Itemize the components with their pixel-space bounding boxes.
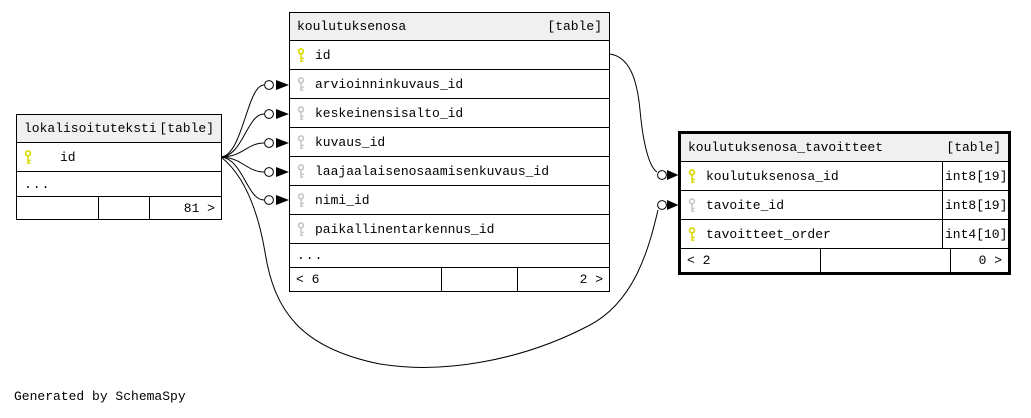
table-footer: < 6 2 > (290, 268, 609, 291)
column-name: id (60, 149, 76, 165)
table-footer: 81 > (17, 197, 221, 219)
arrowhead-icon (667, 170, 679, 180)
relationship-curve (220, 113, 265, 158)
generator-credit: Generated by SchemaSpy (14, 389, 186, 404)
arrowhead-icon (667, 200, 679, 210)
column-name: laajaalaisenosaamisenkuvaus_id (315, 163, 550, 179)
table-header[interactable]: koulutuksenosa [table] (290, 13, 609, 41)
cardinality-circle (264, 167, 274, 177)
relationship-curve (609, 53, 658, 173)
footer-right-count: 81 > (149, 197, 221, 219)
more-columns-ellipsis: ... (290, 244, 609, 268)
primary-key-icon (687, 168, 697, 184)
cardinality-circle (264, 109, 274, 119)
relationship-curve (220, 84, 265, 158)
relationship-curve (220, 142, 265, 158)
arrowhead-icon (276, 109, 289, 119)
table-title: koulutuksenosa (297, 19, 407, 34)
more-columns-ellipsis: ... (17, 172, 221, 197)
column-name: paikallinentarkennus_id (315, 221, 495, 237)
arrowhead-icon (276, 167, 289, 177)
column-type: int8[19] (942, 191, 1008, 219)
footer-left-count: < 2 (687, 253, 711, 268)
foreign-key-icon (296, 163, 306, 179)
table-footer: < 2 0 > (681, 249, 1008, 272)
primary-key-icon (23, 149, 33, 165)
cardinality-circle (264, 195, 274, 205)
footer-center-cell (98, 197, 149, 219)
column-row[interactable]: tavoite_id int8[19] (681, 191, 1008, 220)
table-title: lokalisoituteksti (24, 121, 157, 136)
column-row[interactable]: keskeinensisalto_id (290, 99, 609, 128)
table-title: koulutuksenosa_tavoitteet (688, 140, 884, 155)
foreign-key-icon (296, 76, 306, 92)
column-row[interactable]: arvioinninkuvaus_id (290, 70, 609, 99)
column-row[interactable]: paikallinentarkennus_id (290, 215, 609, 244)
column-name: arvioinninkuvaus_id (315, 76, 464, 92)
arrowhead-icon (276, 138, 289, 148)
column-row[interactable]: koulutuksenosa_id int8[19] (681, 162, 1008, 191)
foreign-key-icon (296, 221, 306, 237)
table-header[interactable]: koulutuksenosa_tavoitteet [table] (681, 134, 1008, 162)
cardinality-circle (657, 200, 667, 210)
footer-center-cell (820, 249, 950, 272)
footer-center-cell (441, 268, 517, 291)
foreign-key-icon (296, 134, 306, 150)
foreign-key-icon (296, 105, 306, 121)
table-tag: [table] (946, 140, 1001, 155)
relationship-curve (220, 156, 265, 173)
column-type: int8[19] (942, 162, 1008, 190)
footer-right-count: 2 > (517, 268, 609, 291)
cardinality-circle (657, 170, 667, 180)
column-row[interactable]: id (290, 41, 609, 70)
cardinality-circle (264, 138, 274, 148)
column-name: nimi_id (315, 192, 370, 208)
table-koulutuksenosa[interactable]: koulutuksenosa [table] id arvioinninkuva… (289, 12, 610, 292)
footer-left-count: < 6 (296, 272, 320, 287)
arrowhead-icon (276, 195, 289, 205)
relationship-curve (220, 156, 265, 201)
footer-left-count (17, 197, 98, 219)
column-row[interactable]: nimi_id (290, 186, 609, 215)
foreign-key-icon (687, 197, 697, 213)
column-row[interactable]: laajaalaisenosaamisenkuvaus_id (290, 157, 609, 186)
column-row[interactable]: tavoitteet_order int4[10] (681, 220, 1008, 249)
column-row[interactable]: kuvaus_id (290, 128, 609, 157)
arrowhead-icon (276, 80, 289, 90)
primary-key-icon (687, 226, 697, 242)
column-name: kuvaus_id (315, 134, 386, 150)
cardinality-circle (264, 80, 274, 90)
table-tag: [table] (159, 121, 214, 136)
table-header[interactable]: lokalisoituteksti [table] (17, 115, 221, 143)
column-name: keskeinensisalto_id (315, 105, 464, 121)
table-lokalisoituteksti[interactable]: lokalisoituteksti [table] id ... 81 > (16, 114, 222, 220)
table-koulutuksenosa-tavoitteet[interactable]: koulutuksenosa_tavoitteet [table] koulut… (678, 131, 1011, 275)
column-type: int4[10] (942, 220, 1008, 248)
column-name: koulutuksenosa_id (706, 168, 839, 184)
primary-key-icon (296, 47, 306, 63)
table-tag: [table] (547, 19, 602, 34)
column-name: id (315, 47, 331, 63)
column-name: tavoitteet_order (706, 226, 831, 242)
column-name: tavoite_id (706, 197, 785, 213)
column-row[interactable]: id (17, 143, 221, 172)
footer-right-count: 0 > (950, 249, 1008, 272)
foreign-key-icon (296, 192, 306, 208)
